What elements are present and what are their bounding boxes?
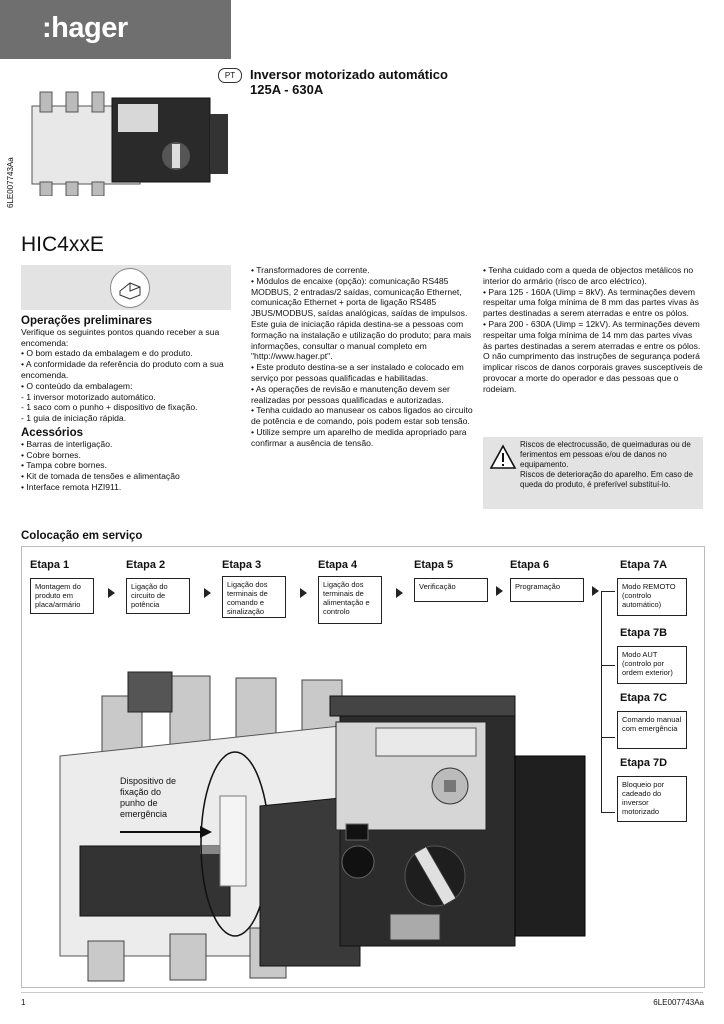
side-reference: 6LE007743Aa: [6, 157, 15, 208]
step-2-label: Etapa 2: [126, 559, 166, 571]
branch-line: [601, 591, 615, 592]
arrow-icon: [396, 588, 403, 598]
arrow-icon: [496, 586, 503, 596]
arrow-icon: [300, 588, 307, 598]
footer-divider: [21, 992, 703, 993]
step-4-label: Etapa 4: [318, 559, 358, 571]
step-7d-label: Etapa 7D: [620, 757, 668, 769]
warning-line-1: Riscos de electrocussão, de queimaduras …: [520, 440, 691, 469]
warning-line-2: Riscos de deterioração do aparelho. Em c…: [520, 470, 693, 489]
step-5-label: Etapa 5: [414, 559, 454, 571]
step-3-label: Etapa 3: [222, 559, 262, 571]
title-line-1: Inversor motorizado automático: [250, 67, 448, 82]
list-item: - 1 guia de iniciação rápida.: [21, 413, 127, 424]
step-7a-label: Etapa 7A: [620, 559, 668, 571]
product-thumbnail: [31, 91, 228, 196]
list-item: • Transformadores de corrente.: [251, 265, 370, 275]
title-line-2: 125A - 630A: [250, 82, 324, 97]
list-item: • As operações de revisão e manutenção d…: [251, 383, 450, 405]
package-icon: [110, 268, 150, 308]
column-3: • Tenha cuidado com a queda de objectos …: [483, 265, 703, 395]
warning-box: [483, 437, 703, 509]
list-item: • Tenha cuidado com a queda de objectos …: [483, 265, 694, 286]
step-1-box: Montagem do produto em placa/armário: [30, 578, 94, 614]
page-number: 1: [21, 998, 26, 1007]
list-item: - 1 inversor motorizado automático.: [21, 391, 156, 402]
commissioning-title: Colocação em serviço: [21, 530, 143, 542]
arrow-icon: [108, 588, 115, 598]
emergency-handle-callout: Dispositivo de fixação do punho de emerg…: [120, 776, 177, 819]
step-7b-box: Modo AUT (controlo por ordem exterior): [617, 646, 687, 684]
step-1-label: Etapa 1: [30, 559, 70, 571]
language-badge: PT: [218, 68, 242, 83]
hager-logo: :hager: [42, 12, 128, 44]
step-2-box: Ligação do circuito de potência: [126, 578, 190, 614]
list-item: • Cobre bornes.: [21, 449, 81, 460]
arrow-icon: [592, 586, 599, 596]
step-7d-box: Bloqueio por cadeado do inversor motoriz…: [617, 776, 687, 822]
preliminary-heading: Operações preliminares: [21, 315, 153, 327]
list-item: • Tampa cobre bornes.: [21, 460, 107, 471]
paragraph: O não cumprimento das instruções de segu…: [483, 351, 703, 394]
branch-line: [601, 737, 615, 738]
list-item: - 1 saco com o punho + dispositivo de fi…: [21, 402, 198, 413]
header-logo-band: [0, 0, 231, 59]
arrow-icon: [204, 588, 211, 598]
step-7c-label: Etapa 7C: [620, 692, 668, 704]
warning-icon: [489, 444, 517, 469]
branch-line: [601, 591, 602, 813]
step-4-box: Ligação dos terminais de alimentação e c…: [318, 576, 382, 624]
list-item: • Módulos de encaixe (opção): comunicaçã…: [251, 275, 468, 319]
accessories-heading: Acessórios: [21, 426, 84, 439]
product-illustration: [59, 671, 586, 982]
step-6-box: Programação: [510, 578, 584, 602]
column-1: Operações preliminares Verifique os segu…: [21, 315, 233, 493]
commissioning-frame: [21, 546, 705, 988]
document-reference: 6LE007743Aa: [653, 998, 704, 1007]
step-7c-box: Comando manual com emergência: [617, 711, 687, 749]
list-item: • Tenha cuidado ao manusear os cabos lig…: [251, 405, 473, 427]
list-item: • O conteúdo da embalagem:: [21, 380, 133, 391]
step-6-label: Etapa 6: [510, 559, 550, 571]
step-3-box: Ligação dos terminais de comando e sinal…: [222, 576, 286, 618]
model-name: HIC4xxE: [21, 233, 104, 256]
list-item: • Este produto destina-se a ser instalad…: [251, 362, 464, 383]
preliminary-intro: Verifique os seguintes pontos quando rec…: [21, 326, 220, 348]
list-item: • A conformidade da referência do produt…: [21, 359, 224, 380]
step-5-box: Verificação: [414, 578, 488, 602]
list-item: • Barras de interligação.: [21, 438, 113, 449]
step-7b-label: Etapa 7B: [620, 627, 668, 639]
branch-line: [601, 812, 615, 813]
step-7a-box: Modo REMOTO (controlo automático): [617, 578, 687, 616]
list-item: • Utilize sempre um aparelho de medida a…: [251, 426, 467, 448]
list-item: • O bom estado da embalagem e do produto…: [21, 348, 193, 359]
branch-line: [601, 665, 615, 666]
document-title: Inversor motorizado automático 125A - 63…: [250, 67, 448, 97]
list-item: • Para 200 - 630A (Uimp = 12kV). As term…: [483, 318, 701, 351]
list-item: • Interface remota HZI911.: [21, 481, 122, 492]
column-2: • Transformadores de corrente. • Módulos…: [251, 265, 473, 449]
warning-text: Riscos de electrocussão, de queimaduras …: [520, 440, 700, 490]
paragraph: Este guia de iniciação rápida destina-se…: [251, 318, 472, 362]
list-item: • Kit de tomada de tensões e alimentação: [21, 471, 180, 482]
list-item: • Para 125 - 160A (Uimp = 8kV). As termi…: [483, 286, 699, 319]
